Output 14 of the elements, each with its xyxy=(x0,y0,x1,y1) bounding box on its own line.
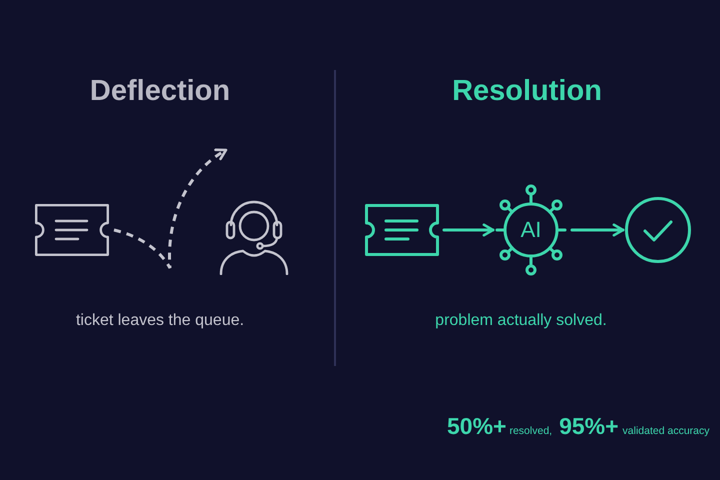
stat-value: 50%+ xyxy=(447,413,506,439)
arrow xyxy=(570,224,624,236)
curved-arrow xyxy=(114,148,228,270)
stat-label: resolved, xyxy=(509,425,552,437)
chip-label: AI xyxy=(520,219,542,241)
stat-label: validated accuracy xyxy=(622,425,710,437)
section-heading: Deflection xyxy=(90,77,230,106)
stat-value: 95%+ xyxy=(559,413,619,439)
ticket-icon xyxy=(365,204,439,256)
ticket-icon xyxy=(35,204,109,256)
caption-text: ticket leaves the queue. xyxy=(76,313,244,329)
check-circle-icon xyxy=(625,197,691,263)
caption-text: problem actually solved. xyxy=(435,313,607,329)
section-heading: Resolution xyxy=(452,77,602,106)
